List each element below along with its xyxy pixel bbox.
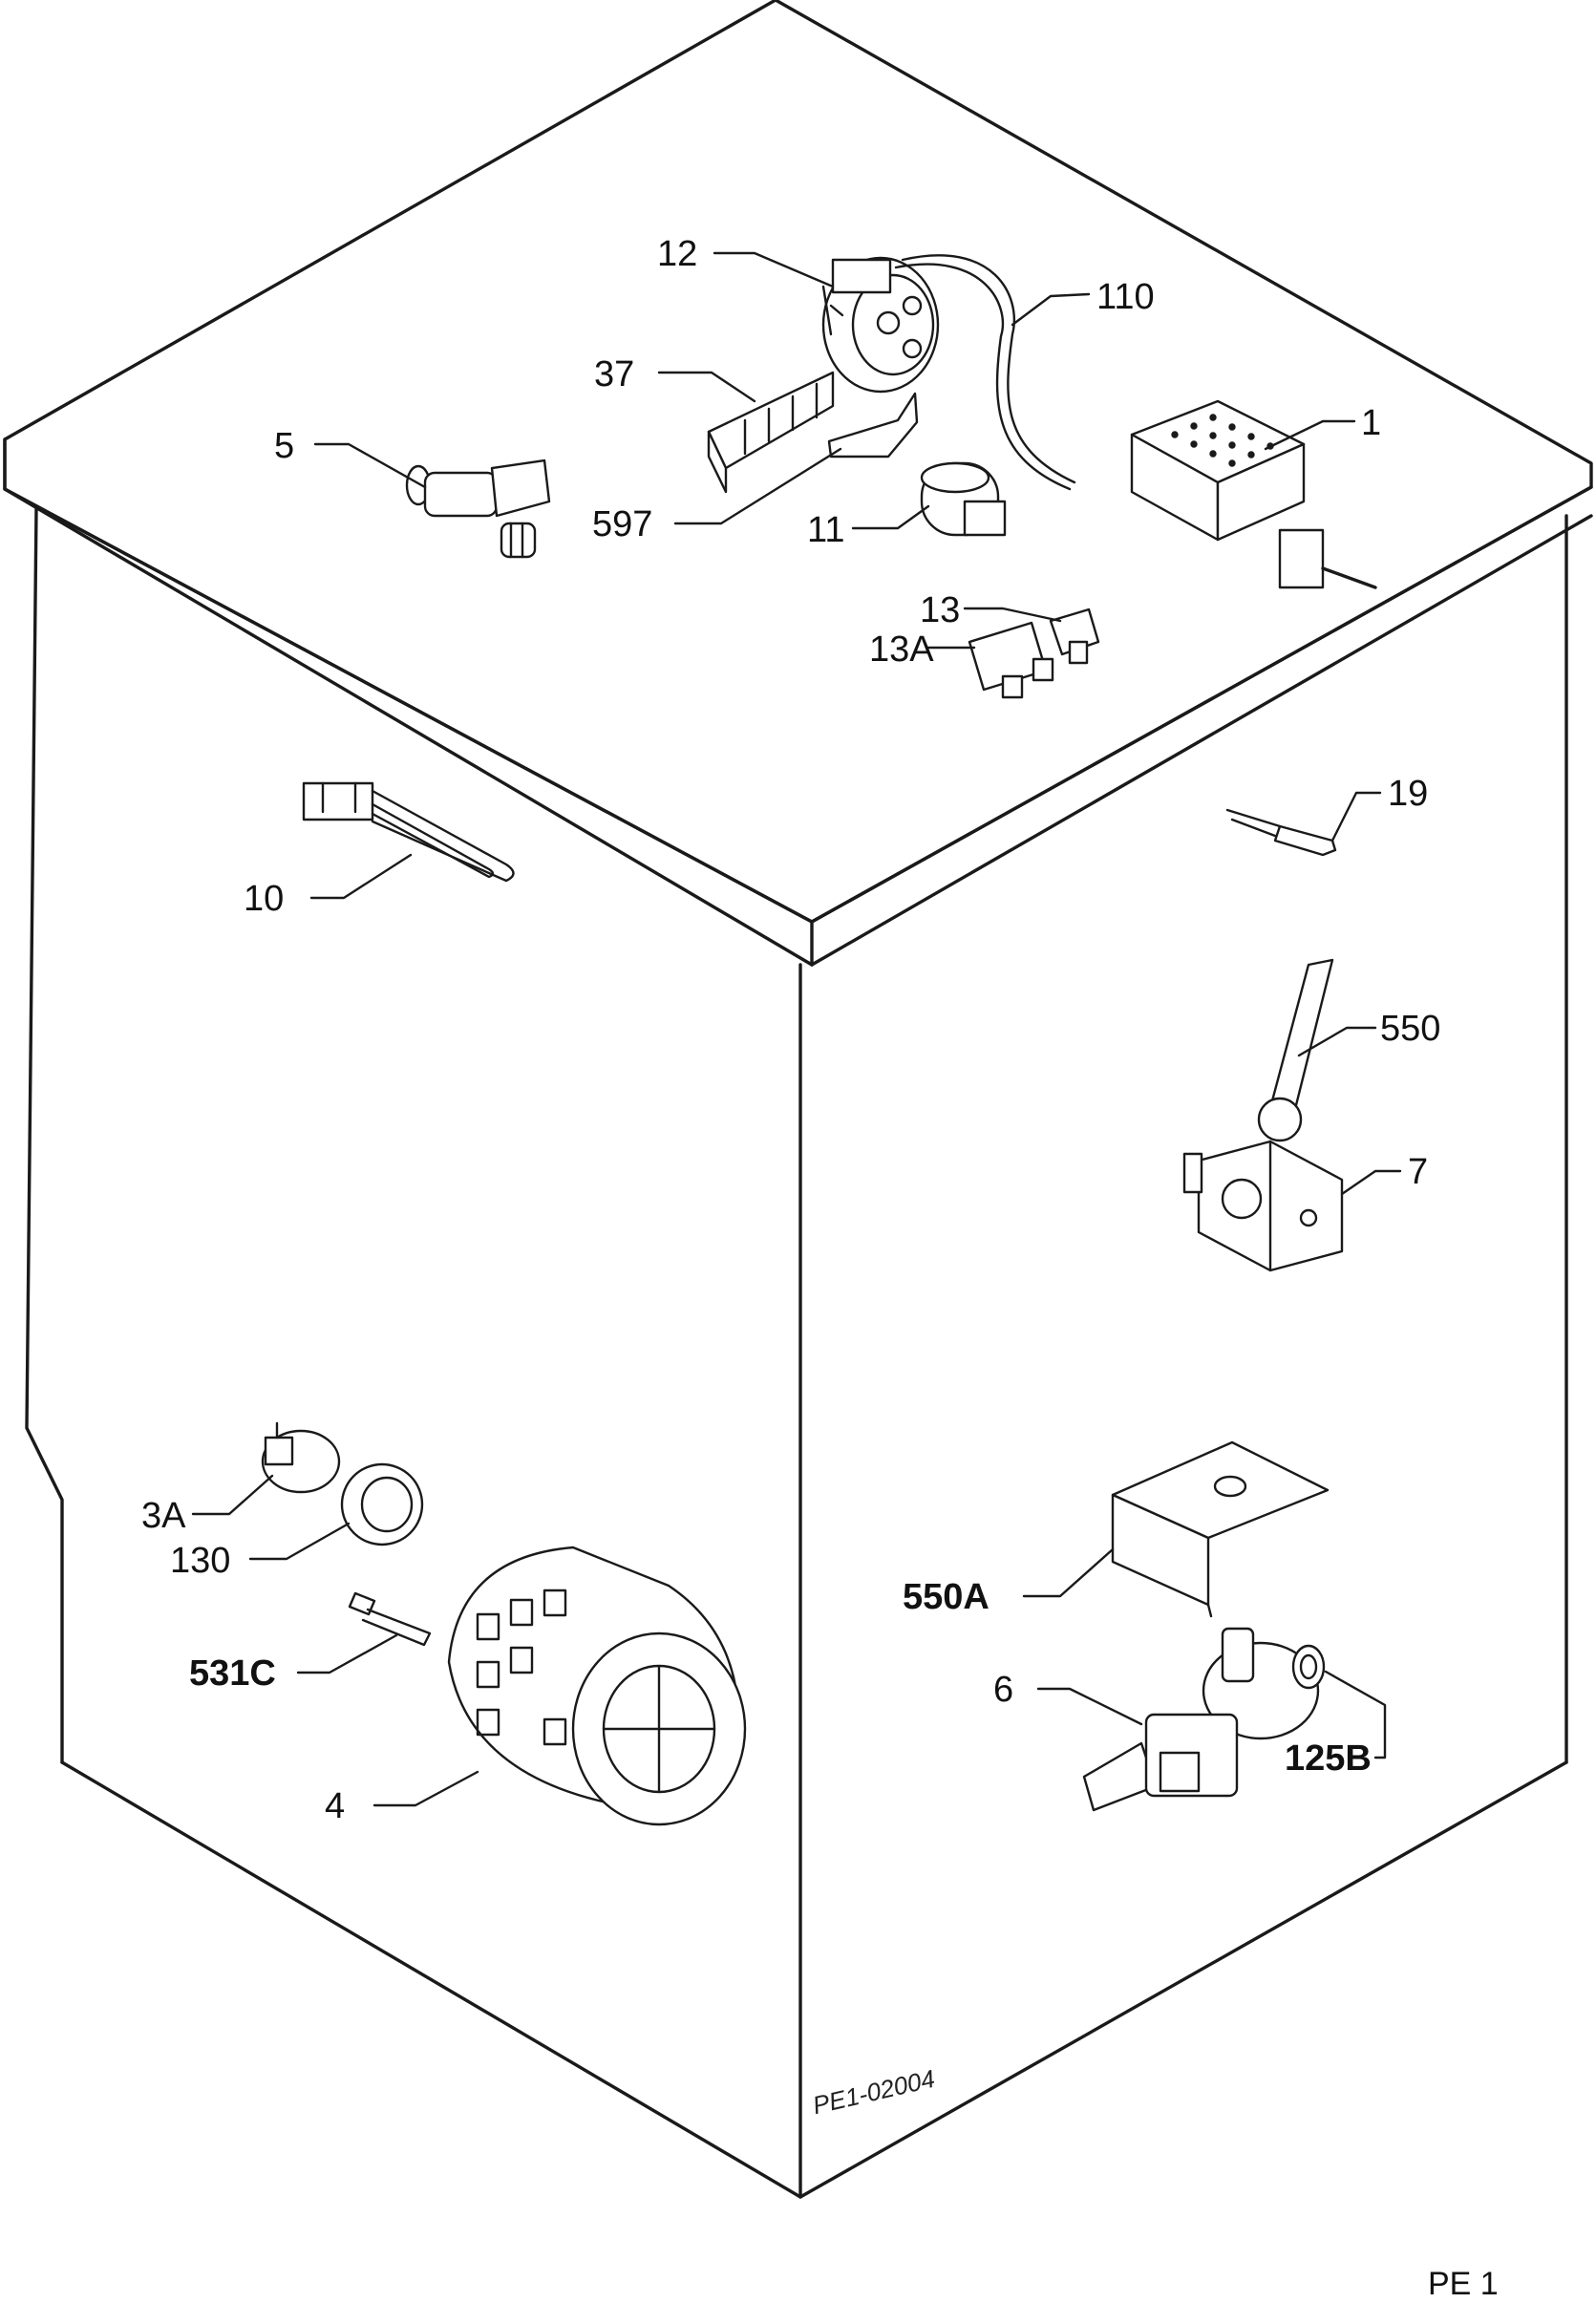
- leader-lines: [191, 251, 1402, 1807]
- connector-13a: [968, 621, 1054, 699]
- programmer-timer-1: [1130, 399, 1377, 589]
- pressure-switch-12: [821, 256, 940, 394]
- label-part-10: 10: [244, 879, 285, 919]
- pressure-switch-3a: [261, 1421, 341, 1494]
- label-part-3a: 3A: [141, 1496, 186, 1536]
- label-part-5: 5: [274, 426, 295, 466]
- label-part-4: 4: [325, 1786, 346, 1826]
- page-reference: PE 1: [1428, 2266, 1499, 2302]
- capacitor-11: [920, 461, 1007, 537]
- motor-4: [447, 1546, 747, 1826]
- label-part-550: 550: [1380, 1009, 1441, 1049]
- cabinet-outline: [3, 0, 1593, 2199]
- label-part-550a: 550A: [903, 1577, 990, 1617]
- heating-element-10: [302, 781, 515, 883]
- screw-531c: [348, 1591, 432, 1647]
- label-part-7: 7: [1408, 1152, 1429, 1192]
- door-interlock-7: [1182, 1140, 1344, 1272]
- sensor-19: [1225, 808, 1337, 857]
- label-part-12: 12: [657, 234, 698, 274]
- hose-110: [894, 254, 1076, 491]
- label-part-6: 6: [993, 1670, 1014, 1710]
- label-part-130: 130: [170, 1541, 231, 1581]
- door-lock-lever-550: [1257, 958, 1334, 1142]
- label-part-110: 110: [1096, 277, 1155, 317]
- terminal-block-37: [707, 371, 835, 494]
- label-part-11: 11: [807, 510, 845, 550]
- grommet-130: [340, 1462, 424, 1546]
- label-part-531c: 531C: [189, 1653, 276, 1694]
- label-part-13: 13: [920, 590, 961, 630]
- label-part-597: 597: [592, 504, 653, 544]
- label-part-1: 1: [1361, 403, 1382, 443]
- seal-ring-125b: [1291, 1644, 1326, 1690]
- label-part-13a: 13A: [869, 629, 934, 670]
- drain-pump-6: [1082, 1627, 1320, 1812]
- inlet-valve-5: [405, 458, 551, 559]
- label-part-125b: 125B: [1285, 1738, 1372, 1779]
- connector-13: [1049, 608, 1100, 665]
- label-part-19: 19: [1388, 774, 1429, 814]
- bracket-plate-550a: [1111, 1440, 1330, 1618]
- label-part-37: 37: [594, 354, 635, 394]
- bracket-597: [827, 392, 919, 458]
